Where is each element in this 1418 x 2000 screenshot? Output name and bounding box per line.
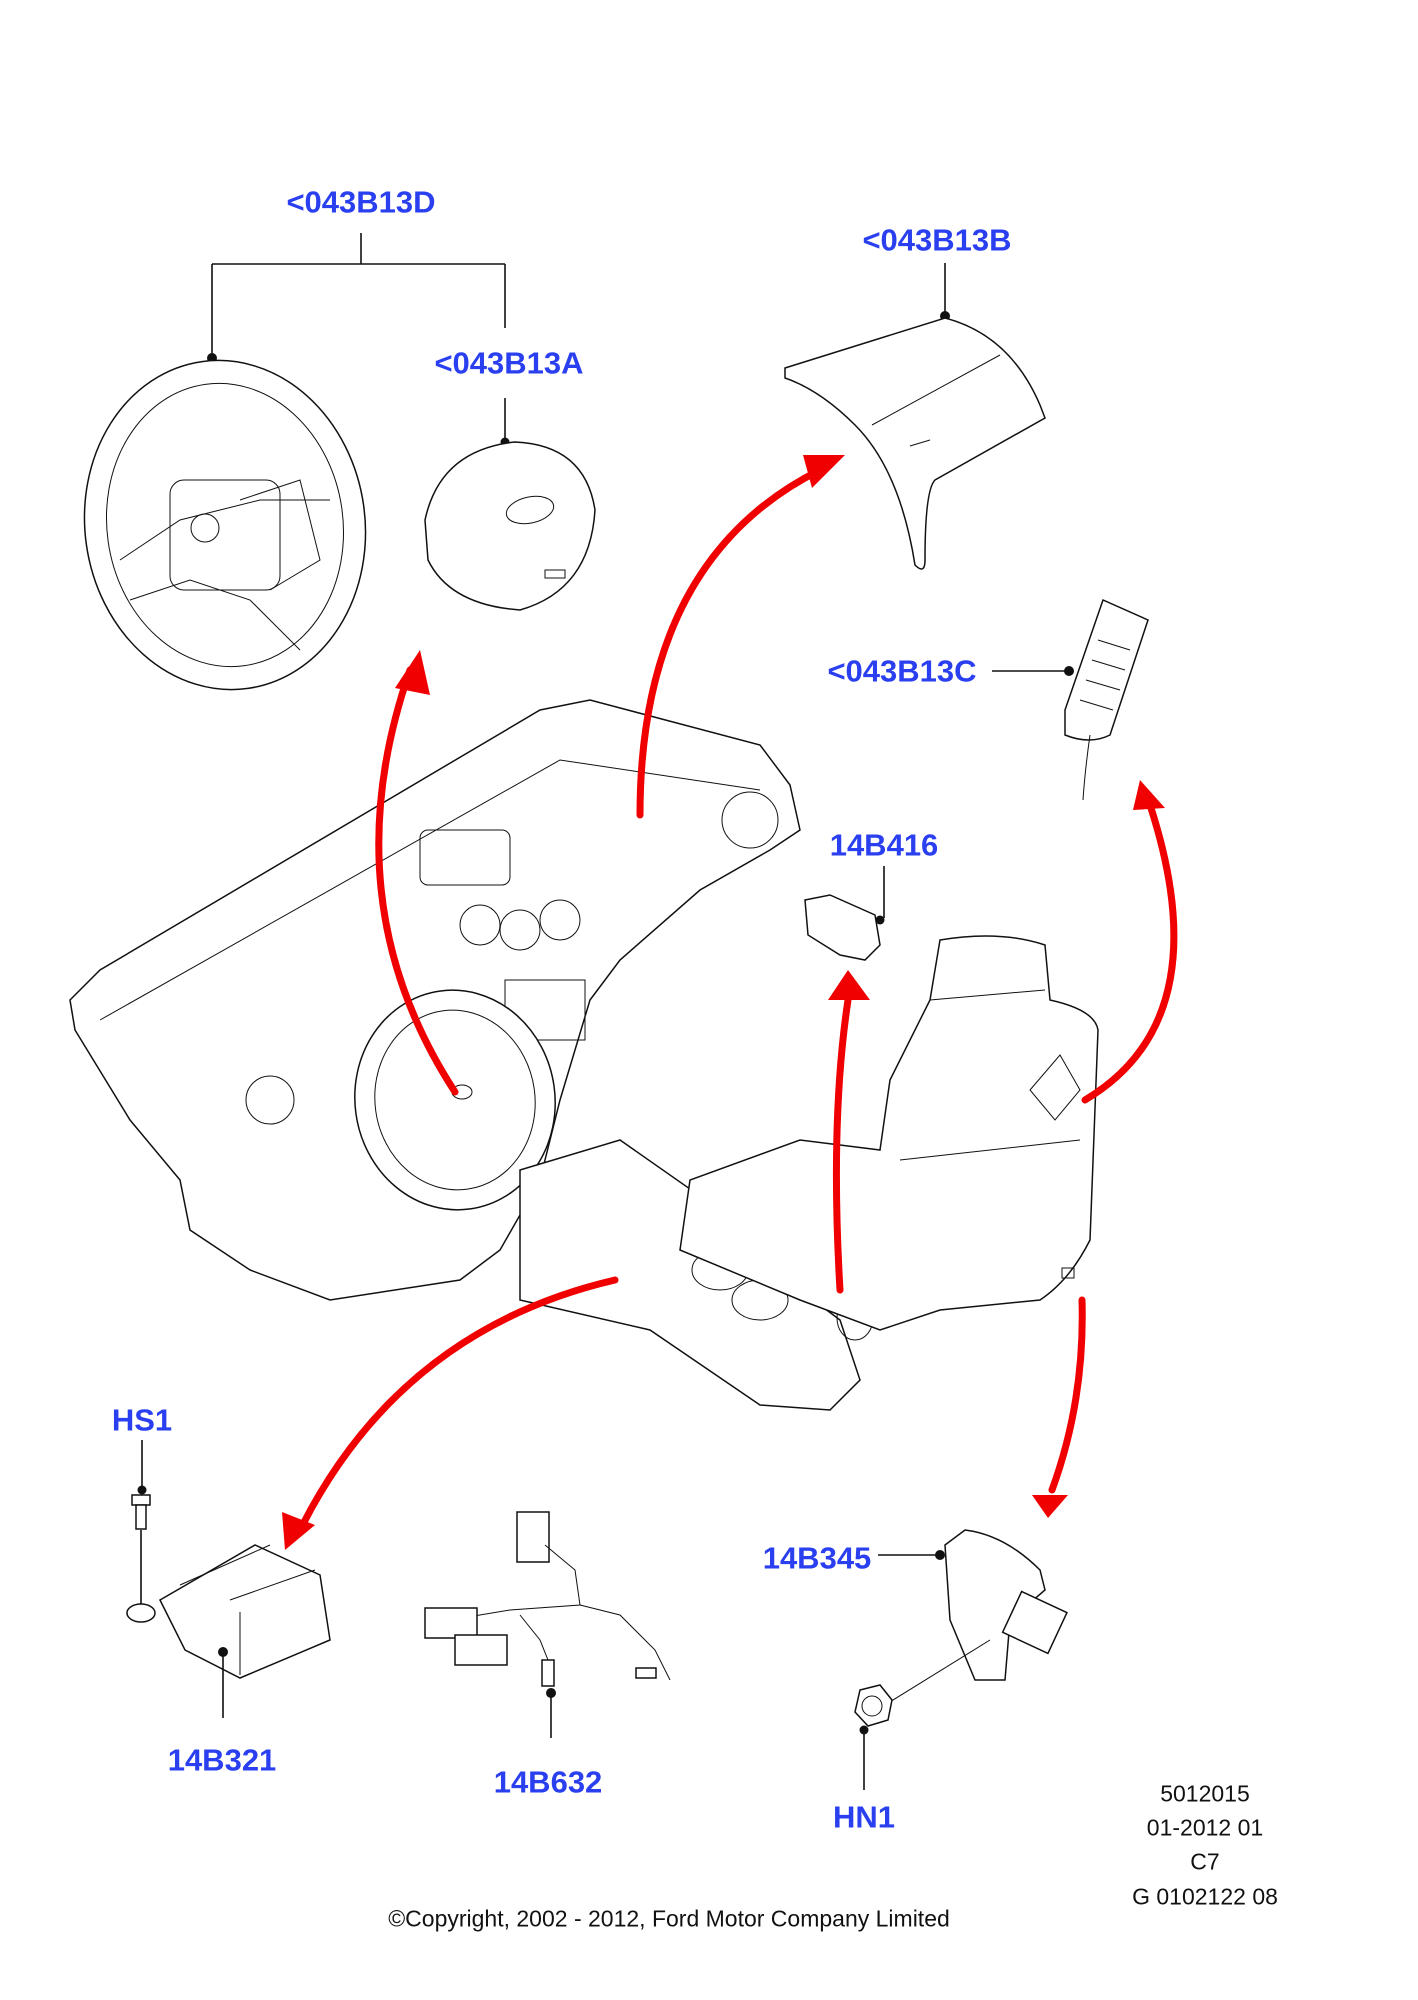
callout-14B321[interactable]: 14B321: [167, 1742, 277, 1778]
doc-code-line-4: G 0102122 08: [1132, 1883, 1278, 1910]
callout-043B13A[interactable]: <043B13A: [434, 345, 584, 381]
driver-airbag-drawing: [424, 398, 596, 611]
callout-14B345[interactable]: 14B345: [762, 1540, 872, 1576]
steering-wheel-drawing: [83, 359, 367, 691]
passenger-airbag-drawing: [784, 263, 1046, 570]
wiring-harness-drawing: [424, 1511, 671, 1738]
doc-code-line-2: 01-2012 01: [1146, 1814, 1264, 1841]
control-module-drawing: [126, 1440, 331, 1718]
callout-043B13C[interactable]: <043B13C: [827, 653, 977, 689]
arrow-control-module: [296, 1276, 619, 1534]
arrow-14B416: [832, 996, 852, 1294]
impact-sensor-drawing: [854, 1529, 1068, 1790]
arrow-steering-wheel: [375, 666, 459, 1096]
group-bracket-043B13D: [207, 233, 506, 363]
callout-14B632[interactable]: 14B632: [493, 1764, 603, 1800]
callout-HN1[interactable]: HN1: [832, 1799, 896, 1835]
location-arrows: [282, 455, 1178, 1550]
instrument-panel-drawing: [69, 699, 1099, 1411]
copyright-notice: ©Copyright, 2002 - 2012, Ford Motor Comp…: [388, 1905, 950, 1932]
doc-code-line-3: C7: [1190, 1848, 1220, 1875]
doc-code-line-1: 5012015: [1160, 1780, 1250, 1807]
callout-HS1[interactable]: HS1: [111, 1402, 173, 1438]
callout-043B13B[interactable]: <043B13B: [862, 222, 1012, 258]
arrow-impact-sensor: [1048, 1296, 1086, 1494]
callout-14B416[interactable]: 14B416: [829, 827, 939, 863]
arrow-seat-airbag: [1081, 801, 1178, 1104]
seat-airbag-drawing: [992, 598, 1149, 801]
arrow-passenger-airbag: [636, 466, 824, 819]
callout-043B13D[interactable]: <043B13D: [286, 184, 436, 220]
